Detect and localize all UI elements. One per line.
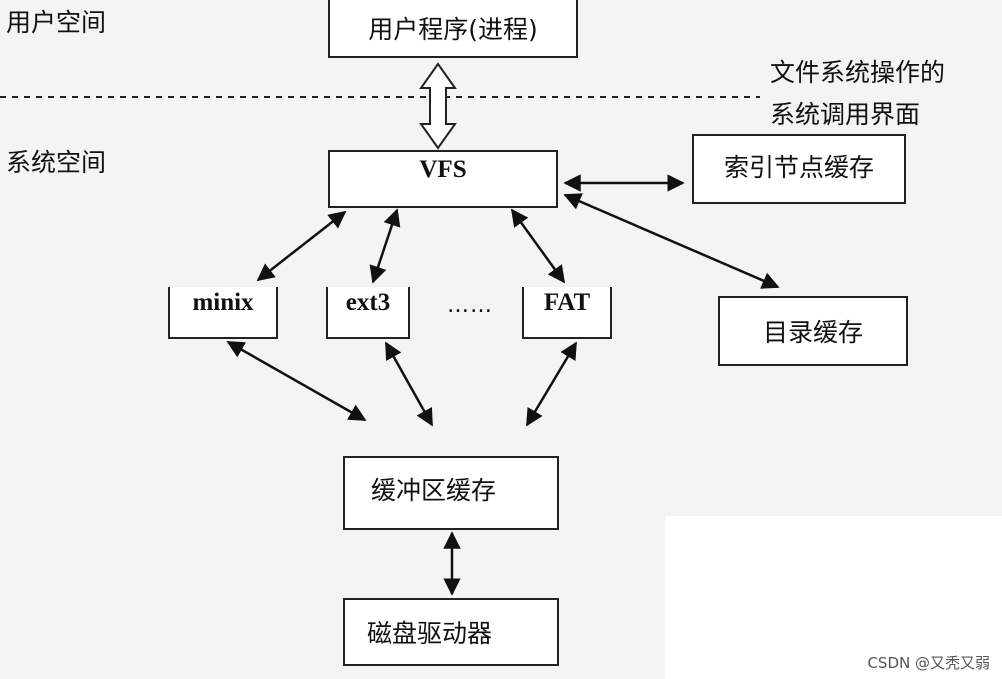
vfs-label: VFS: [419, 156, 467, 183]
user-program-node: 用户程序(进程): [328, 0, 578, 58]
minix-fs-node: minix: [168, 287, 278, 339]
syscall-double-arrow: [419, 62, 457, 150]
disk-driver-node: 磁盘驱动器: [343, 598, 559, 666]
fat-fs-node: FAT: [522, 287, 612, 339]
inode-cache-node: 索引节点缓存: [692, 134, 906, 204]
blank-corner: [665, 516, 1002, 679]
syscall-interface-label-line1: 文件系统操作的: [770, 58, 946, 87]
system-space-label: 系统空间: [6, 148, 107, 177]
arrow-vfs-fat: [510, 208, 566, 284]
arrow-vfs-ext3: [369, 208, 401, 284]
arrow-fat-buffer: [525, 341, 578, 427]
arrow-vfs-dir-cache: [563, 193, 780, 289]
ext3-label: ext3: [345, 289, 391, 316]
arrow-ext3-buffer: [384, 341, 434, 427]
fat-label: FAT: [543, 289, 591, 316]
user-space-label: 用户空间: [6, 8, 107, 37]
ext3-fs-node: ext3: [326, 287, 410, 339]
more-filesystems-ellipsis: ……: [447, 293, 493, 318]
vfs-node: VFS: [328, 150, 558, 208]
arrow-minix-buffer: [226, 340, 367, 422]
buffer-cache-label: 缓冲区缓存: [371, 476, 497, 505]
minix-label: minix: [192, 289, 254, 316]
directory-cache-label: 目录缓存: [762, 318, 863, 347]
directory-cache-node: 目录缓存: [718, 296, 908, 366]
disk-driver-label: 磁盘驱动器: [367, 619, 493, 648]
user-program-label: 用户程序(进程): [368, 15, 538, 44]
inode-cache-label: 索引节点缓存: [723, 153, 874, 182]
syscall-interface-label-line2: 系统调用界面: [770, 100, 921, 129]
arrow-vfs-minix: [256, 210, 347, 282]
buffer-cache-node: 缓冲区缓存: [343, 456, 559, 530]
csdn-watermark: CSDN @又秃又弱: [867, 654, 990, 672]
